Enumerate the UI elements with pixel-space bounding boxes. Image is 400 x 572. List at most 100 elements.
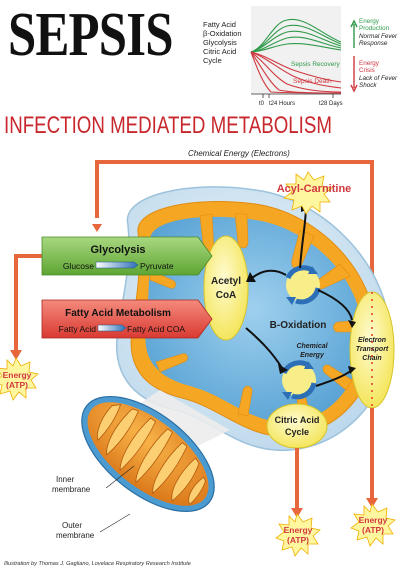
arrow-acetyl-to-citric bbox=[245, 327, 283, 369]
mini-mitochondrion bbox=[81, 395, 215, 513]
fatty-acid-to-label: Fatty Acid COA bbox=[127, 324, 185, 334]
legend-down-sub: Lack of Fever bbox=[359, 74, 398, 82]
cycle-center bbox=[282, 363, 316, 397]
label-glycolysis: Glycolysis bbox=[203, 38, 237, 47]
label-cycle: Cycle bbox=[203, 56, 222, 65]
glycolysis-title: Glycolysis bbox=[90, 244, 145, 256]
atp-label-etc: (ATP) bbox=[362, 525, 384, 535]
fatty-acid-from-label: Fatty Acid bbox=[59, 324, 97, 334]
down-arrow-icon bbox=[350, 56, 358, 93]
legend-up-sub-2: Response bbox=[359, 40, 388, 48]
pyruvate-label: Pyruvate bbox=[140, 261, 174, 271]
cycle-label: Cycle bbox=[285, 427, 309, 437]
label-beta-oxidation: β-Oxidation bbox=[203, 29, 242, 38]
acyl-carnitine-star bbox=[283, 171, 333, 215]
arrow-head-icon bbox=[282, 392, 292, 400]
citric-acid-cycle-shape bbox=[266, 403, 328, 449]
acetyl-coa-shape bbox=[203, 235, 249, 341]
legend-down-title: Energy bbox=[359, 60, 379, 67]
death-curve bbox=[250, 51, 342, 94]
arrow-head-icon bbox=[308, 266, 318, 274]
atp-label-citric: (ATP) bbox=[287, 535, 309, 545]
arrow-head-icon bbox=[92, 224, 102, 232]
legend-energy-crisis: Energy Crisis Lack of Fever Shock bbox=[359, 60, 397, 90]
death-curve bbox=[250, 51, 342, 83]
cycle-arrow-icon bbox=[295, 287, 321, 305]
b-oxidation-cycle bbox=[285, 265, 321, 305]
fatty-acid-arrow-icon bbox=[97, 324, 127, 332]
arrow-head-icon bbox=[291, 508, 303, 518]
inner-membrane-pointer bbox=[105, 465, 135, 489]
up-arrow-icon bbox=[350, 19, 358, 48]
energy-label-inner: Energy bbox=[300, 352, 325, 359]
metabolic-labels: Fatty Acid β-Oxidation Glycolysis Citric… bbox=[203, 20, 242, 65]
glycolysis-arrow-icon bbox=[95, 261, 139, 269]
inset-chart: Sepsis Recovery Sepsis Death t0 t24 Hour… bbox=[250, 6, 343, 107]
atp-label-left: (ATP) bbox=[6, 380, 28, 390]
arrow-boxidation-to-acetyl bbox=[251, 269, 287, 279]
etc-label-3: Chain bbox=[362, 355, 381, 362]
glycolysis-banner bbox=[41, 236, 213, 276]
tick-28-days: t28 Days bbox=[319, 101, 343, 107]
energy-label-citric: Energy bbox=[284, 525, 313, 535]
acetyl-label: Acetyl bbox=[211, 276, 241, 287]
etc-label-1: Electron bbox=[358, 337, 386, 344]
sepsis-death-label: Sepsis Death bbox=[293, 78, 332, 85]
recovery-curve bbox=[250, 43, 342, 53]
chemical-energy-electrons-line bbox=[95, 160, 374, 290]
legend-down-sub-2: Shock bbox=[359, 82, 377, 90]
legend-up-title: Energy bbox=[359, 18, 379, 25]
cycle-arrow-icon bbox=[291, 382, 317, 400]
outer-label-2: membrane bbox=[56, 531, 95, 540]
chemical-label: Chemical bbox=[296, 343, 328, 350]
legend-up-sub: Normal Fever bbox=[359, 32, 398, 40]
death-curve bbox=[250, 51, 342, 89]
left-energy-line bbox=[14, 254, 42, 354]
energy-star-etc bbox=[350, 503, 396, 547]
label-fatty-acid: Fatty Acid bbox=[203, 20, 236, 29]
cycle-arrow-icon bbox=[285, 265, 314, 280]
chemical-energy-electrons-label: Chemical Energy (Electrons) bbox=[188, 149, 290, 158]
b-oxidation-label: B-Oxidation bbox=[270, 320, 327, 331]
fatty-acid-banner bbox=[41, 299, 213, 339]
energy-star-citric bbox=[275, 513, 321, 557]
citric-acid-label: Citric Acid bbox=[275, 415, 320, 425]
death-curve bbox=[250, 51, 342, 93]
cycle-center bbox=[286, 268, 320, 302]
arrow-head-icon bbox=[10, 350, 22, 360]
recovery-curves bbox=[250, 18, 342, 53]
arrow-head-icon bbox=[286, 297, 296, 305]
recovery-curve bbox=[250, 36, 342, 53]
acyl-carnitine-label: Acyl-Carnitine bbox=[277, 183, 352, 195]
label-citric-acid: Citric Acid bbox=[203, 47, 237, 56]
recovery-curve bbox=[250, 24, 342, 53]
legend-energy-production: Energy Production Normal Fever Response bbox=[359, 18, 397, 48]
recovery-curve bbox=[250, 30, 342, 53]
mini-cristae bbox=[96, 404, 206, 506]
arrow-to-etc-1 bbox=[317, 289, 353, 321]
inner-label-1: Inner bbox=[56, 475, 75, 484]
legend-arrows bbox=[350, 19, 358, 93]
illustration-credit: Illustration by Thomas J. Gagliano, Love… bbox=[4, 561, 191, 567]
outer-label-1: Outer bbox=[62, 521, 82, 530]
mitochondria-diagram: Chemical Energy (Electrons) Electron Tra… bbox=[0, 149, 396, 557]
outer-membrane-pointer bbox=[99, 513, 131, 533]
energy-label-etc: Energy bbox=[359, 515, 388, 525]
legend-up-title-2: Production bbox=[359, 25, 390, 33]
arrow-head-icon bbox=[366, 498, 378, 508]
arrow-head-icon bbox=[304, 361, 314, 369]
coa-label: CoA bbox=[216, 290, 237, 301]
fatty-acid-title: Fatty Acid Metabolism bbox=[65, 308, 171, 319]
glucose-label: Glucose bbox=[63, 261, 94, 271]
tick-24-hours: t24 Hours bbox=[269, 101, 295, 107]
tick-t0: t0 bbox=[259, 101, 265, 107]
energy-star-left bbox=[0, 357, 39, 401]
death-curves bbox=[250, 51, 342, 94]
etc-label-2: Transport bbox=[356, 346, 389, 353]
page-subtitle: INFECTION MEDIATED METABOLISM bbox=[4, 112, 332, 139]
page-title: SEPSIS bbox=[8, 1, 173, 69]
sepsis-recovery-label: Sepsis Recovery bbox=[291, 61, 341, 68]
energy-label-left: Energy bbox=[3, 370, 32, 380]
recovery-curve bbox=[250, 18, 342, 53]
inner-label-2: membrane bbox=[52, 485, 91, 494]
